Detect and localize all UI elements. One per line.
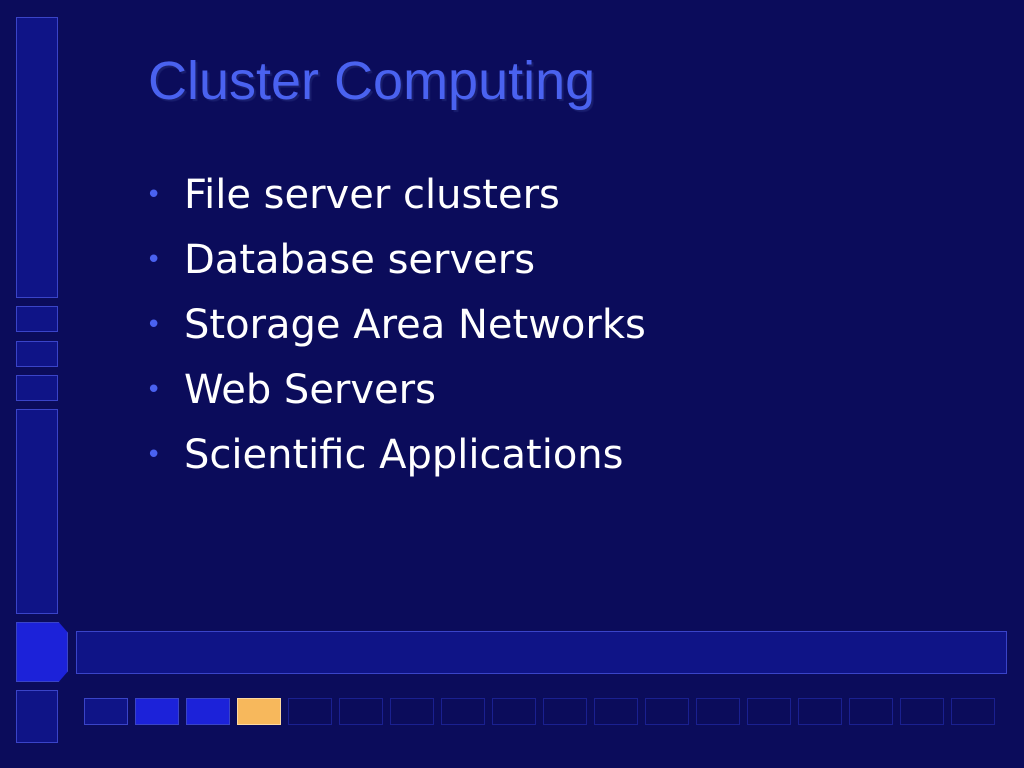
- progress-square-current: [237, 698, 281, 725]
- slide-title: Cluster Computing: [148, 51, 596, 111]
- bullet-icon: •: [146, 179, 162, 210]
- bullet-list: • File server clusters • Database server…: [146, 162, 646, 487]
- bullet-text: Storage Area Networks: [184, 301, 646, 348]
- progress-square: [900, 698, 944, 725]
- bullet-text: Database servers: [184, 236, 536, 283]
- progress-square: [186, 698, 230, 725]
- progress-square: [339, 698, 383, 725]
- bullet-icon: •: [146, 244, 162, 275]
- progress-square: [492, 698, 536, 725]
- bullet-icon: •: [146, 374, 162, 405]
- progress-square: [84, 698, 128, 725]
- progress-square: [135, 698, 179, 725]
- side-block: [16, 690, 58, 743]
- progress-square: [696, 698, 740, 725]
- progress-square: [543, 698, 587, 725]
- side-block-highlight: [16, 622, 68, 682]
- bullet-icon: •: [146, 439, 162, 470]
- bullet-item: • Storage Area Networks: [146, 292, 646, 357]
- bullet-text: Web Servers: [184, 366, 436, 413]
- horizontal-bar: [76, 631, 1007, 674]
- side-block: [16, 341, 58, 367]
- bullet-item: • Database servers: [146, 227, 646, 292]
- side-block: [16, 409, 58, 614]
- bullet-text: File server clusters: [184, 171, 560, 218]
- bullet-text: Scientific Applications: [184, 431, 624, 478]
- progress-square: [747, 698, 791, 725]
- side-block: [16, 306, 58, 332]
- side-block: [16, 17, 58, 298]
- progress-square: [594, 698, 638, 725]
- progress-square: [390, 698, 434, 725]
- progress-square: [849, 698, 893, 725]
- progress-square: [951, 698, 995, 725]
- bullet-item: • Scientific Applications: [146, 422, 646, 487]
- progress-square: [798, 698, 842, 725]
- side-block: [16, 375, 58, 401]
- bullet-item: • File server clusters: [146, 162, 646, 227]
- progress-square: [441, 698, 485, 725]
- progress-square: [645, 698, 689, 725]
- progress-square: [288, 698, 332, 725]
- bullet-item: • Web Servers: [146, 357, 646, 422]
- bullet-icon: •: [146, 309, 162, 340]
